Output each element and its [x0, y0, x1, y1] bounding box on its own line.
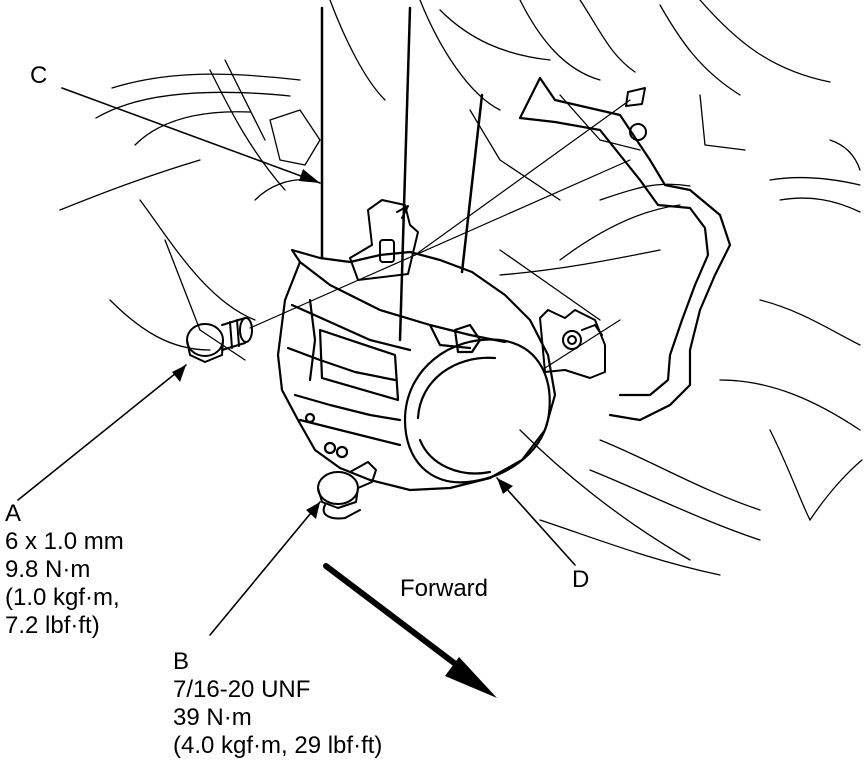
- bracket-hardware: [625, 87, 647, 141]
- callout-b: B 7/16-20 UNF 39 N·m (4.0 kgf·m, 29 lbf·…: [173, 648, 382, 760]
- vehicle-body-outline: [59, 0, 863, 576]
- arrowhead-b: [306, 502, 320, 519]
- arrowhead-c: [299, 169, 320, 183]
- callout-a-torque-nm: 9.8 N·m: [5, 556, 91, 583]
- callout-a-size: 6 x 1.0 mm: [5, 528, 124, 555]
- forward-arrow: [323, 563, 497, 698]
- callout-b-thread: 7/16-20 UNF: [173, 676, 311, 703]
- bolt-a: [186, 317, 253, 363]
- callout-d-letter: D: [572, 566, 590, 593]
- anchor-tab: [539, 309, 606, 379]
- retractor-housing: [276, 248, 557, 492]
- callout-b-torque-nm: 39 N·m: [173, 704, 252, 731]
- callout-a-letter: A: [5, 500, 22, 527]
- leader-b: [209, 501, 321, 636]
- callout-a-torque-kgfm: (1.0 kgf·m,: [5, 584, 120, 611]
- leader-c: [61, 87, 321, 184]
- arrowhead-a: [172, 365, 186, 382]
- forward-label: Forward: [400, 575, 489, 602]
- callout-c-letter: C: [30, 62, 48, 89]
- guide-plate: [349, 199, 419, 281]
- arrowhead-d: [497, 478, 513, 494]
- leader-d: [496, 477, 576, 566]
- bolt-b: [317, 461, 377, 520]
- seat-belt-webbing: [320, 6, 484, 342]
- callout-leaders: [17, 87, 576, 636]
- callout-b-torque-alt: (4.0 kgf·m, 29 lbf·ft): [173, 732, 383, 759]
- callout-a-torque-lbfft: 7.2 lbf·ft): [5, 612, 100, 639]
- callout-a: A 6 x 1.0 mm 9.8 N·m (1.0 kgf·m, 7.2 lbf…: [5, 500, 124, 640]
- alignment-lines: [249, 99, 631, 369]
- callout-b-letter: B: [173, 648, 190, 675]
- callout-arrowheads: [172, 169, 513, 519]
- leader-a: [17, 364, 187, 501]
